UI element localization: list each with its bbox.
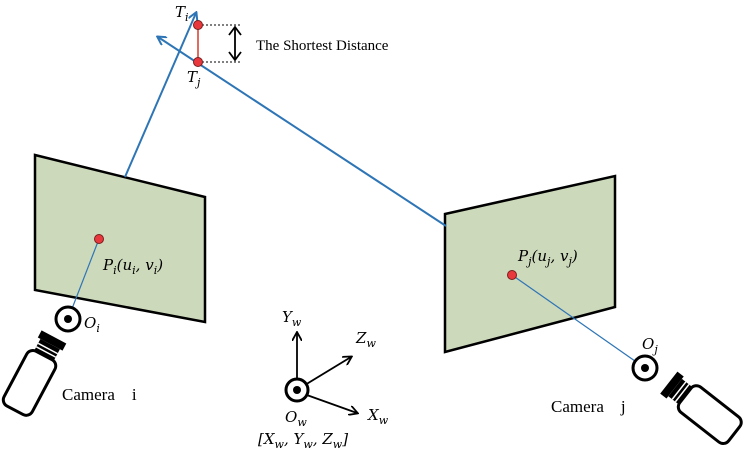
ray-camera-j xyxy=(158,37,447,227)
label-Oj: Oj xyxy=(642,335,658,356)
label-Pi: Pi(ui, vi) xyxy=(102,256,163,277)
label-Ti: Ti xyxy=(175,3,189,24)
distance-arrowhead-bottom xyxy=(228,51,242,62)
point-Tj xyxy=(193,57,203,67)
image-plane-j xyxy=(443,174,617,354)
point-Pi xyxy=(94,234,104,244)
shortest-distance-label: The Shortest Distance xyxy=(256,38,389,54)
label-Tj: Tj xyxy=(187,68,201,89)
distance-arrowhead-top xyxy=(228,25,242,36)
label-world-coords: [Xw, Yw, Zw] xyxy=(258,430,348,451)
image-plane-i xyxy=(33,153,207,324)
label-camera-i: Camera i xyxy=(62,385,137,404)
camera-j-icon xyxy=(631,354,743,445)
projection-line-j xyxy=(511,274,646,369)
label-camera-j: Camera j xyxy=(551,397,626,416)
projection-line-i xyxy=(67,238,100,320)
world-x-axis xyxy=(303,393,357,413)
label-Pj: Pj(uj, vj) xyxy=(517,247,578,268)
label-Yw: Yw xyxy=(282,308,302,329)
label-Ow: Ow xyxy=(285,408,307,429)
point-Ti xyxy=(193,20,203,30)
camera-i-icon xyxy=(1,305,82,417)
label-Oi: Oi xyxy=(84,314,100,335)
point-Pj xyxy=(507,270,517,280)
label-Xw: Xw xyxy=(367,406,389,427)
ray-camera-i xyxy=(124,13,196,178)
world-z-axis xyxy=(299,357,351,389)
label-Zw: Zw xyxy=(355,329,376,350)
world-axes xyxy=(284,333,357,413)
